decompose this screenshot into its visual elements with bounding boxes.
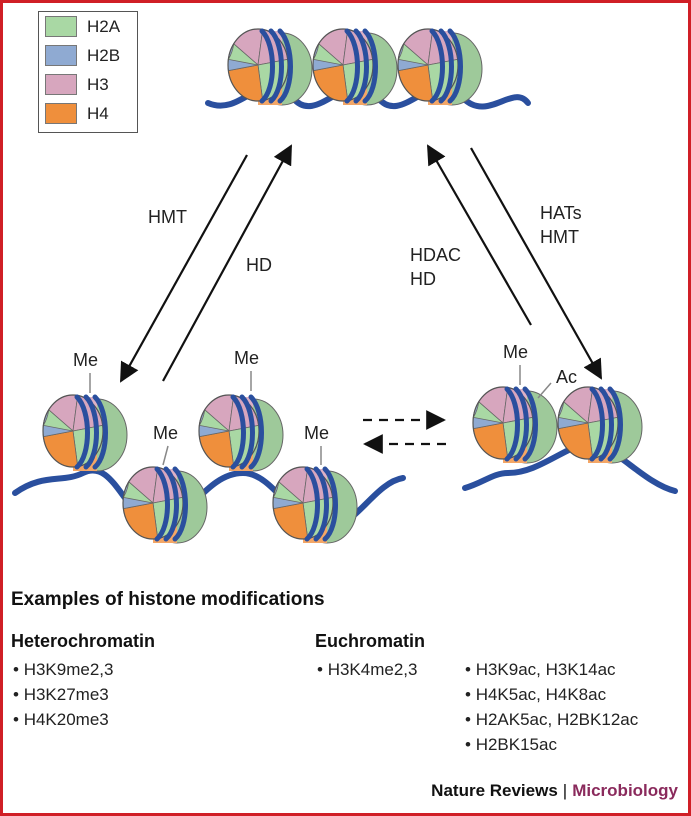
journal-subject: Microbiology bbox=[572, 781, 678, 800]
list-item: H2AK5ac, H2BK12ac bbox=[465, 707, 639, 732]
label-hmt: HMT bbox=[148, 207, 187, 227]
euchromatin-list-right: H3K9ac, H3K14ac H4K5ac, H4K8ac H2AK5ac, … bbox=[465, 657, 639, 757]
label-hats: HATs bbox=[540, 203, 582, 223]
label-hdac: HDAC bbox=[410, 245, 462, 265]
nucleosome bbox=[472, 386, 558, 464]
nucleosome bbox=[227, 28, 313, 106]
nucleosome bbox=[42, 394, 128, 472]
legend-label: H4 bbox=[87, 103, 109, 123]
journal-credit: Nature Reviews|Microbiology bbox=[431, 781, 678, 801]
histone-legend: H2A H2B H3 H4 bbox=[38, 11, 138, 133]
legend-label: H3 bbox=[87, 74, 109, 94]
nucleosome bbox=[122, 466, 208, 544]
heterochromatin-heading: Heterochromatin bbox=[11, 631, 156, 651]
label-hats-hmt: HATs HMT bbox=[540, 201, 582, 249]
arrow-hats-hmt bbox=[470, 147, 602, 380]
mark-me: Me bbox=[153, 423, 179, 443]
legend-label: H2B bbox=[87, 45, 121, 65]
nucleosome bbox=[198, 394, 284, 472]
list-item: H2BK15ac bbox=[465, 732, 638, 757]
nucleosome bbox=[557, 386, 643, 464]
mark-me: Me bbox=[73, 350, 99, 370]
credit-separator: | bbox=[562, 781, 568, 800]
mark-ac: Ac bbox=[556, 367, 578, 387]
label-hmt-right: HMT bbox=[540, 227, 579, 247]
list-item: H3K4me2,3 bbox=[317, 657, 418, 682]
legend-item-h3: H3 bbox=[39, 70, 137, 99]
list-item: H3K9me2,3 bbox=[13, 657, 114, 682]
chromatin-diagram bbox=[12, 28, 678, 544]
list-item: H4K5ac, H4K8ac bbox=[465, 682, 638, 707]
legend-swatch bbox=[45, 103, 77, 124]
nucleosome bbox=[312, 28, 398, 106]
mark-me: Me bbox=[304, 423, 330, 443]
nucleosome bbox=[397, 28, 483, 106]
dna-strand-right bbox=[462, 439, 678, 494]
euchromatin-heading: Euchromatin bbox=[315, 631, 426, 651]
arrow-hmt bbox=[120, 154, 248, 383]
mark-me: Me bbox=[503, 342, 529, 362]
legend-swatch bbox=[45, 45, 77, 66]
list-item: H4K20me3 bbox=[13, 707, 113, 732]
label-hd-right: HD bbox=[410, 269, 436, 289]
legend-label: H2A bbox=[87, 16, 121, 36]
legend-item-h4: H4 bbox=[39, 99, 137, 128]
legend-item-h2a: H2A bbox=[39, 12, 137, 41]
modifications-title: Examples of histone modifications bbox=[11, 589, 325, 610]
label-hd: HD bbox=[246, 255, 272, 275]
heterochromatin-list: H3K9me2,3 H3K27me3 H4K20me3 bbox=[13, 657, 114, 732]
me-leader bbox=[162, 445, 169, 466]
arrow-hd bbox=[162, 144, 292, 382]
ac-leader bbox=[537, 382, 552, 399]
nucleosome bbox=[272, 466, 358, 544]
mark-me: Me bbox=[234, 348, 260, 368]
label-hdac-hd: HDAC HD bbox=[410, 243, 461, 291]
list-item: H3K27me3 bbox=[13, 682, 113, 707]
euchromatin-list-left: H3K4me2,3 bbox=[317, 657, 418, 682]
list-item: H3K9ac, H3K14ac bbox=[465, 657, 638, 682]
legend-swatch bbox=[45, 16, 77, 37]
legend-item-h2b: H2B bbox=[39, 41, 137, 70]
journal-name: Nature Reviews bbox=[431, 781, 558, 800]
legend-swatch bbox=[45, 74, 77, 95]
arrow-hdac-hd bbox=[427, 144, 532, 326]
